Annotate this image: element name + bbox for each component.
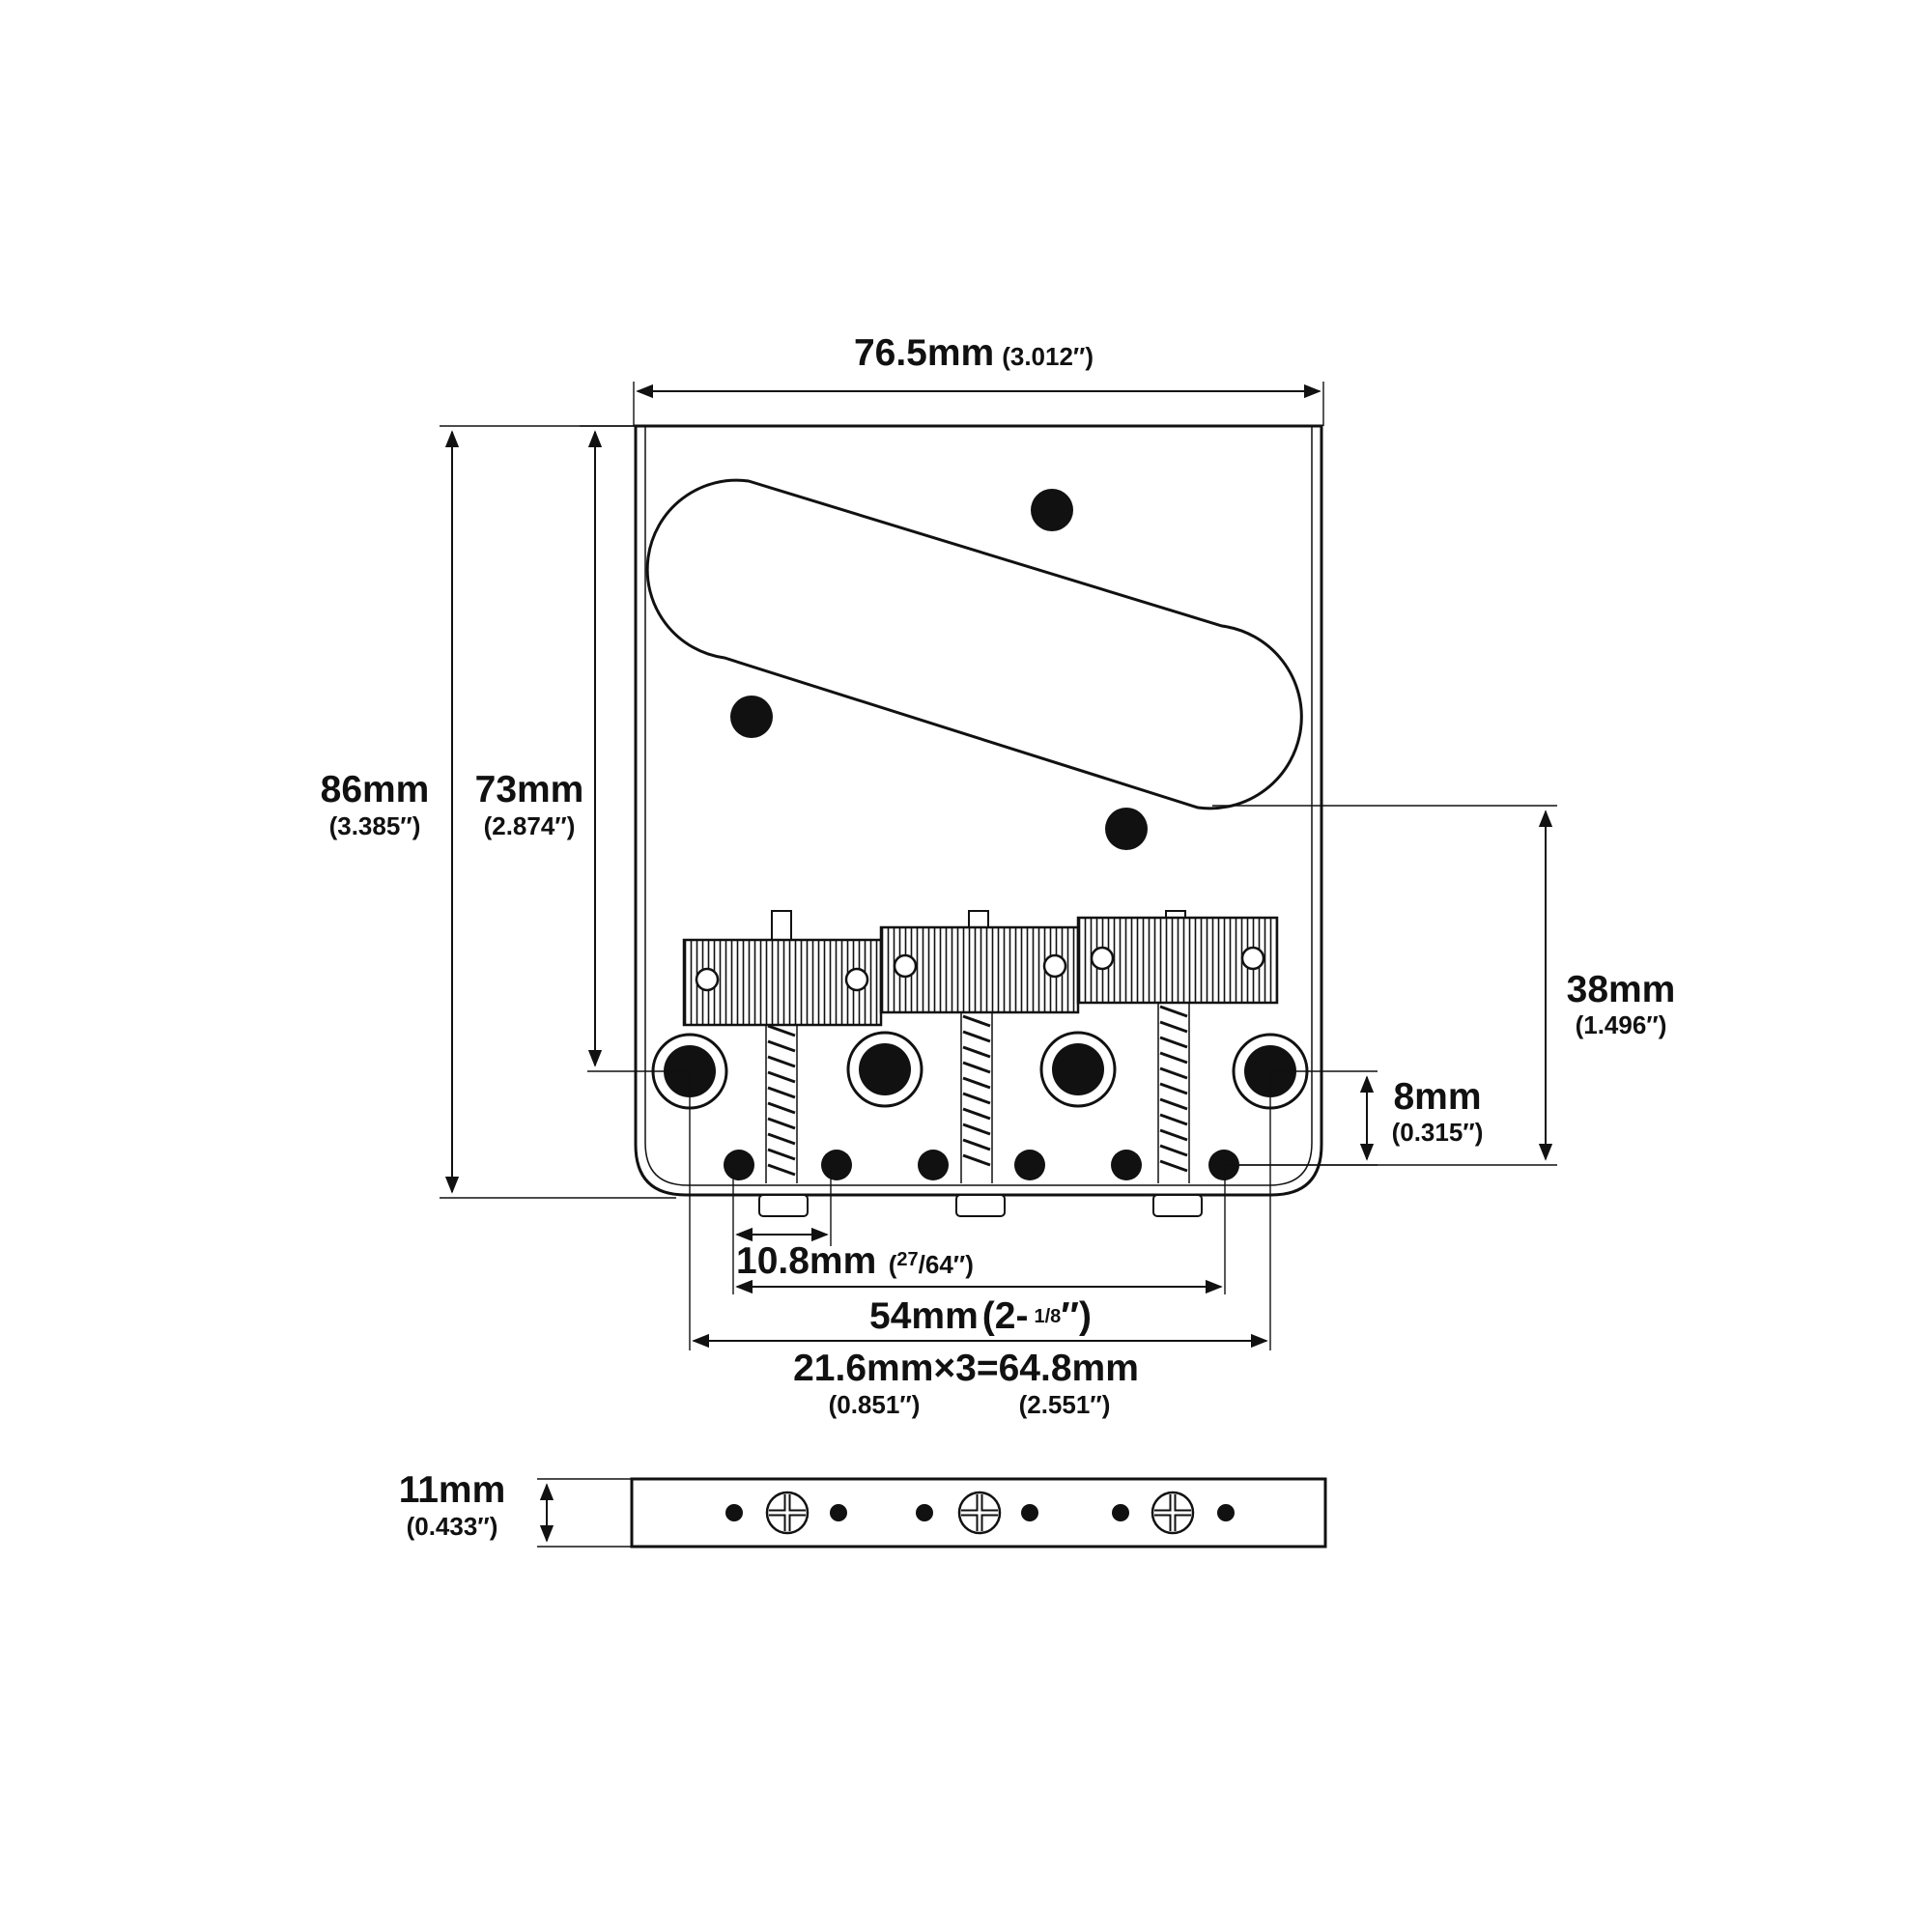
height-dimension: 11mm (0.433″) <box>399 1469 632 1548</box>
overall-length-mm: 86mm <box>321 769 430 810</box>
bridge-mount-hole <box>846 1031 923 1108</box>
mount-length-mm: 73mm <box>475 769 584 810</box>
pickup-edge-inch: (1.496″) <box>1576 1010 1667 1039</box>
svg-text:54mm(2-1/8″): 54mm(2-1/8″) <box>869 1295 1092 1337</box>
height-inch: (0.433″) <box>407 1512 498 1541</box>
single-spacing-dimension: 10.8mm (27/64″) <box>732 1165 974 1294</box>
single-spacing-den: /64 <box>919 1250 954 1279</box>
saddle-spring <box>765 1023 798 1183</box>
screw-head-icon <box>957 1491 1002 1535</box>
saddle-1 <box>682 938 883 1027</box>
pickup-mount-hole <box>1105 808 1148 850</box>
width-mm: 76.5mm <box>854 332 994 374</box>
total-spacing-frac: 1/8 <box>1034 1306 1061 1327</box>
pickup-mount-hole <box>1031 489 1073 531</box>
bridge-side-view <box>630 1477 1327 1548</box>
screw-head-icon <box>765 1491 810 1535</box>
svg-text:10.8mm (27/64″): 10.8mm (27/64″) <box>736 1240 974 1282</box>
pickup-mount-hole <box>730 696 773 738</box>
single-spacing-tail: ″) <box>953 1250 974 1279</box>
overall-length-dimension: 86mm (3.385″) <box>321 425 676 1199</box>
saddle-spacing-dimension: 21.6mm×3=64.8mm (0.851″) (2.551″) <box>689 1071 1271 1419</box>
hole-offset-mm: 8mm <box>1393 1076 1481 1118</box>
pickup-edge-dimension: 38mm (1.496″) <box>1212 805 1676 1166</box>
pickup-cavity <box>645 478 1303 810</box>
height-mm: 11mm <box>399 1469 506 1511</box>
bridge-mount-hole <box>1039 1031 1117 1108</box>
svg-text:76.5mm(3.012″): 76.5mm (3.012″) <box>854 332 1094 374</box>
overall-length-inch: (3.385″) <box>329 811 421 840</box>
saddle-spacing-inch-a: (0.851″) <box>829 1390 921 1419</box>
width-inch: (3.012″) <box>1002 342 1094 371</box>
single-spacing-mm: 10.8mm <box>736 1240 876 1282</box>
pickup-edge-mm: 38mm <box>1567 969 1676 1010</box>
total-spacing-tail: ″) <box>1061 1295 1092 1337</box>
intonation-screw-heads <box>758 1194 1203 1217</box>
screw-head-icon <box>1151 1491 1195 1535</box>
total-spacing-dimension: 54mm(2-1/8″) <box>735 1165 1226 1337</box>
mount-length-dimension: 73mm (2.874″) <box>475 425 690 1072</box>
saddle-3 <box>1076 916 1279 1005</box>
single-spacing-num: 27 <box>896 1249 918 1270</box>
saddle-2 <box>879 925 1080 1014</box>
hole-offset-dimension: 8mm (0.315″) <box>1224 1070 1484 1166</box>
single-spacing-open: ( <box>889 1250 897 1279</box>
mount-length-inch: (2.874″) <box>484 811 576 840</box>
saddle-spacing-inch-b: (2.551″) <box>1019 1390 1111 1419</box>
width-dimension: 76.5mm (3.012″) <box>633 332 1324 426</box>
saddle-spacing-formula: 21.6mm×3=64.8mm <box>793 1348 1139 1389</box>
string-holes <box>724 1150 1239 1180</box>
hole-offset-inch: (0.315″) <box>1392 1118 1484 1147</box>
saddle-spring <box>960 1012 993 1183</box>
total-spacing-mm: 54mm <box>869 1295 979 1337</box>
saddle-spring <box>1157 1003 1190 1183</box>
total-spacing-open: (2- <box>982 1295 1029 1337</box>
